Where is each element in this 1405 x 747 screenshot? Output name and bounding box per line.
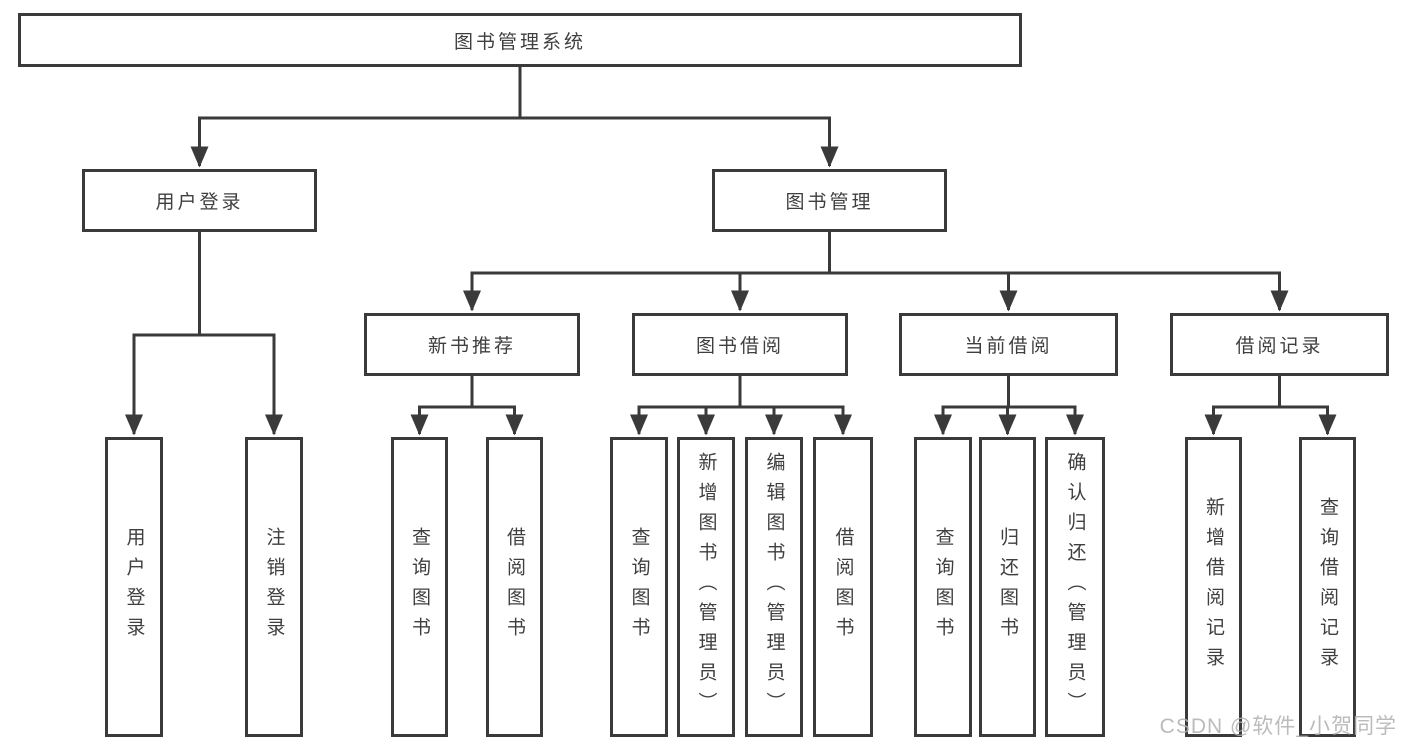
leaf-label: 新增借阅记录 <box>1203 497 1224 677</box>
watermark: CSDN @软件_小贺同学 <box>1159 715 1397 738</box>
leaf-query-books: 查询图书 <box>610 437 668 737</box>
leaf-label: 归还图书 <box>997 527 1018 647</box>
node-group-label: 当前借阅 <box>964 336 1053 357</box>
leaf-borrow-books: 借阅图书 <box>813 437 873 737</box>
leaf-borrow-books: 借阅图书 <box>486 437 543 737</box>
leaf-query-books: 查询图书 <box>914 437 972 737</box>
leaf-label: 查询图书 <box>932 527 954 647</box>
node-group-borrow-records: 借阅记录 <box>1170 313 1389 376</box>
node-group-label: 借阅记录 <box>1235 336 1324 357</box>
node-group-new-book-recommend: 新书推荐 <box>364 313 580 376</box>
leaf-label: 用户登录 <box>123 527 145 647</box>
node-root-label: 图书管理系统 <box>453 31 586 53</box>
leaf-confirm-return-admin: 确认归还（管理员） <box>1045 437 1105 737</box>
leaf-logout: 注销登录 <box>245 437 303 737</box>
leaf-label: 查询借阅记录 <box>1317 497 1338 677</box>
leaf-label: 查询图书 <box>409 527 430 647</box>
leaf-query-borrow-record: 查询借阅记录 <box>1299 437 1356 737</box>
leaf-add-borrow-record: 新增借阅记录 <box>1185 437 1242 737</box>
node-book-management-branch: 图书管理 <box>712 169 947 232</box>
leaf-user-login: 用户登录 <box>105 437 163 737</box>
node-group-label: 新书推荐 <box>427 336 516 357</box>
node-user-login-branch-label: 用户登录 <box>155 192 244 213</box>
leaf-query-books: 查询图书 <box>391 437 448 737</box>
leaf-edit-books-admin: 编辑图书（管理员） <box>745 437 803 737</box>
node-group-label: 图书借阅 <box>695 336 784 357</box>
leaf-label: 注销登录 <box>263 527 285 647</box>
node-root: 图书管理系统 <box>18 13 1022 67</box>
leaf-return-books: 归还图书 <box>979 437 1036 737</box>
leaf-add-books-admin: 新增图书（管理员） <box>677 437 735 737</box>
leaf-label: 查询图书 <box>628 527 650 647</box>
leaf-label: 借阅图书 <box>832 527 854 647</box>
node-group-book-borrow: 图书借阅 <box>632 313 848 376</box>
node-group-current-borrow: 当前借阅 <box>899 313 1118 376</box>
leaf-label: 编辑图书（管理员） <box>763 452 785 722</box>
leaf-label: 借阅图书 <box>504 527 525 647</box>
node-user-login-branch: 用户登录 <box>82 169 317 232</box>
leaf-label: 新增图书（管理员） <box>695 452 717 722</box>
leaf-label: 确认归还（管理员） <box>1064 452 1086 722</box>
node-book-management-branch-label: 图书管理 <box>785 192 874 213</box>
